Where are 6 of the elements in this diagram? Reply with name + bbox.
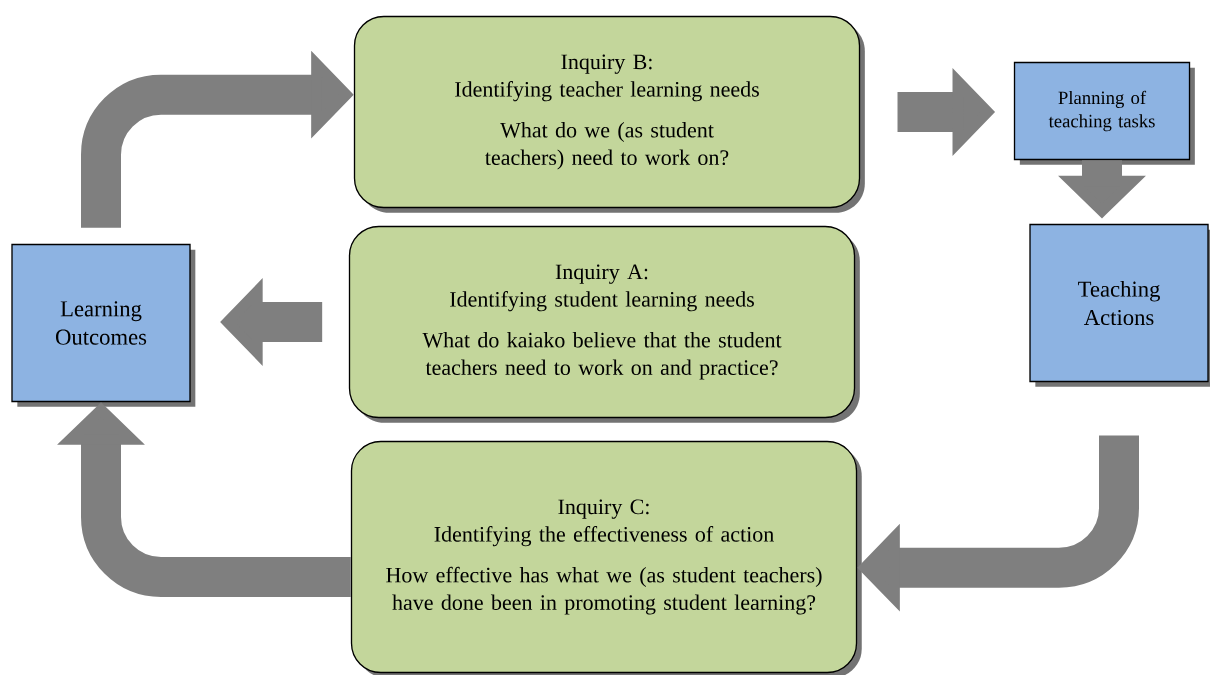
process-box: Learning Outcomes <box>11 243 196 407</box>
inquiry-box: Inquiry B: Identifying teacher learning needs What do we (as student teachers) need to work on? <box>353 15 865 213</box>
inquiry-box: Inquiry C: Identifying the effectiveness of action How effective has what we (as student teachers) have done been in promoting student learning? <box>350 440 862 675</box>
process-box: Teaching Actions <box>1029 223 1210 387</box>
inquiry-box: Inquiry A: Identifying student learning needs What do kaiako believe that the student teachers need to work on and practice? <box>348 225 860 423</box>
process-box: Planning of teaching tasks <box>1013 61 1195 165</box>
